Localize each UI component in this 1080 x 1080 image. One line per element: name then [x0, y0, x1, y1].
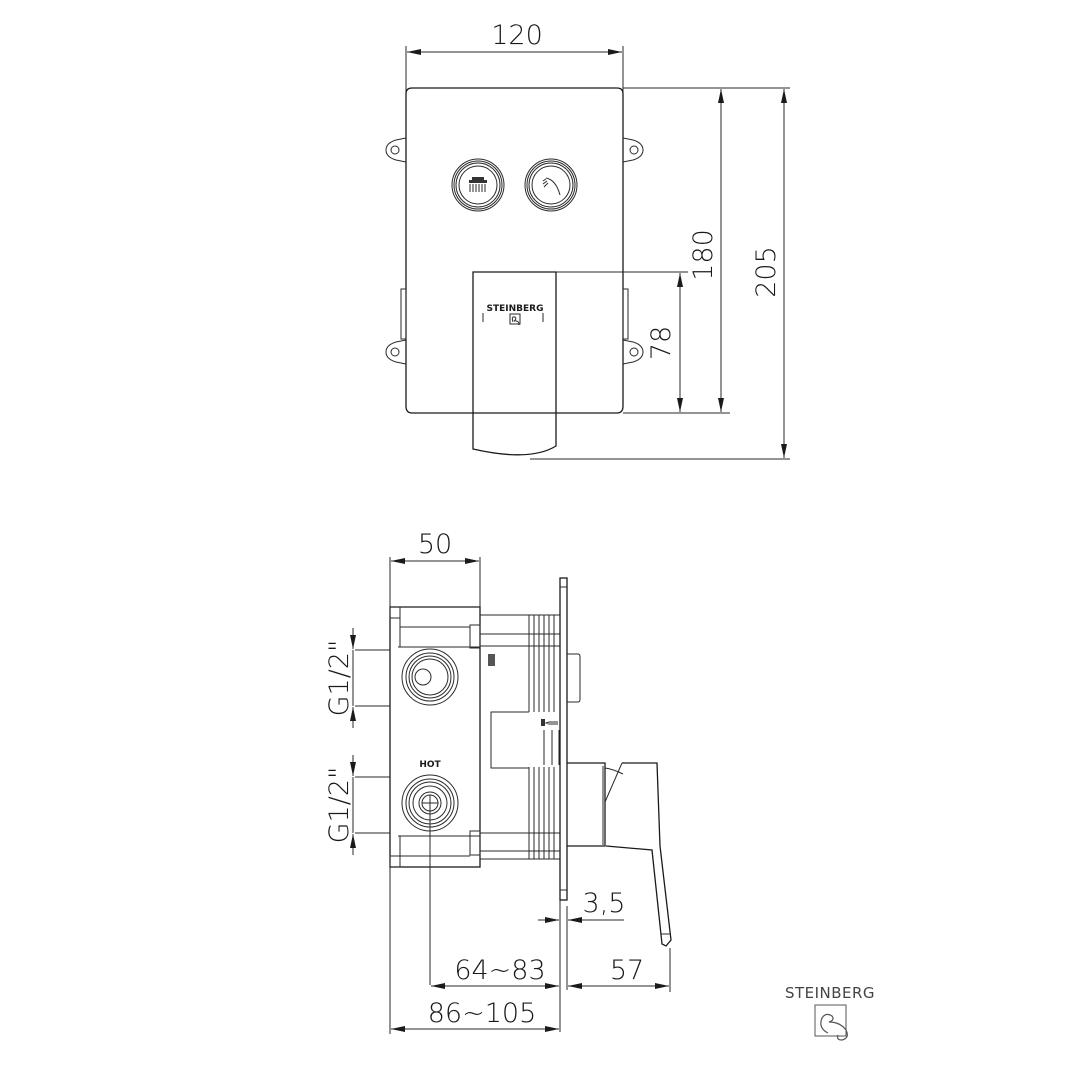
cover-plate	[405, 87, 624, 414]
extension-sleeve	[480, 614, 560, 860]
brand-logo-text: STEINBERG	[785, 984, 875, 1002]
brand-logo-icon	[814, 1004, 848, 1041]
dim-label-205: 205	[751, 246, 782, 298]
rain-shower-icon	[469, 177, 487, 192]
dim-label-64-83: 64~83	[454, 955, 545, 986]
lever-handle-side	[567, 762, 672, 947]
hand-shower-button	[524, 158, 578, 212]
dim-label-86-105: 86~105	[428, 998, 537, 1029]
dim-label-thread-bottom: G1/2"	[324, 767, 355, 844]
hot-inlet	[401, 774, 459, 985]
dimension-width-120: 120	[405, 20, 624, 92]
valve-body	[389, 606, 481, 868]
handle-logo-icon	[509, 313, 521, 325]
dimension-plate-3-5: 3,5	[538, 888, 625, 1032]
dimension-plate-180: 180	[623, 87, 790, 412]
dim-label-57: 57	[610, 955, 644, 986]
dimension-handle-57: 57	[568, 948, 671, 992]
dim-label-78: 78	[646, 326, 677, 360]
rain-shower-button	[451, 158, 505, 212]
dim-label-3-5: 3,5	[583, 888, 626, 919]
button-side	[567, 653, 581, 703]
dimension-thread-top: G1/2"	[324, 628, 390, 728]
dimension-handle-78: 78	[556, 271, 730, 414]
dimension-body-50: 50	[389, 529, 481, 608]
cold-inlet	[401, 648, 459, 706]
hot-label: HOT	[419, 760, 441, 770]
dimension-depth-64-83: 64~83	[431, 955, 559, 989]
dimension-total-205: 205	[530, 89, 790, 460]
mounting-ears	[385, 137, 644, 365]
dim-label-180: 180	[688, 229, 719, 281]
dim-label-thread-top: G1/2"	[324, 640, 355, 717]
dimension-depth-86-105: 86~105	[389, 867, 559, 1034]
dim-label-50: 50	[418, 529, 452, 560]
dim-label-120: 120	[491, 20, 543, 51]
front-view: 120	[385, 20, 790, 460]
lever-handle-front: STEINBERG	[472, 271, 557, 456]
side-view: 50 HOT	[324, 529, 672, 1034]
hand-shower-icon	[542, 177, 561, 196]
dimension-thread-bottom: G1/2"	[324, 755, 390, 855]
wall-plate-side	[559, 577, 568, 901]
handle-brand-text: STEINBERG	[487, 304, 544, 314]
brand-logo: STEINBERG	[785, 984, 875, 1041]
